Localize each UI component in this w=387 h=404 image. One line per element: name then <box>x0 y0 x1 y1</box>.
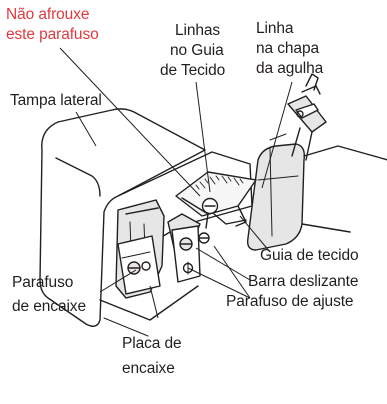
guide-lines-label-line2: no Guia <box>170 42 224 59</box>
warning-label-line2: este parafuso <box>6 26 99 43</box>
adjust-block-shape <box>171 225 201 283</box>
fit-screw-label-line1: Parafuso <box>12 274 74 291</box>
right-housing-shape <box>246 143 306 251</box>
fit-screw-label-line2: de encaixe <box>12 298 86 315</box>
warning-label-line1: Não afrouxe <box>6 6 90 23</box>
needle-plate-label-line3: da agulha <box>256 60 324 77</box>
fabric-guide-shape <box>175 171 257 217</box>
leader-lines <box>59 47 293 319</box>
side-cover-label: Tampa lateral <box>10 92 102 109</box>
guide-lines-label-line3: de Tecido <box>160 62 226 79</box>
fabric-guide-label: Guia de tecido <box>260 247 359 264</box>
fit-plate-label-line2: encaixe <box>122 360 175 377</box>
needle-plate-label-line2: na chapa <box>256 40 319 57</box>
needle-plate-label-line1: Linha <box>256 20 294 37</box>
guide-scale-ticks <box>195 175 244 190</box>
adjust-screw-label: Parafuso de ajuste <box>226 293 354 310</box>
fit-plate-label-line1: Placa de <box>122 335 182 352</box>
side-cover-shape <box>39 108 206 327</box>
sliding-bar-label: Barra deslizante <box>248 273 359 290</box>
guide-lines-label-line1: Linhas <box>175 22 221 39</box>
